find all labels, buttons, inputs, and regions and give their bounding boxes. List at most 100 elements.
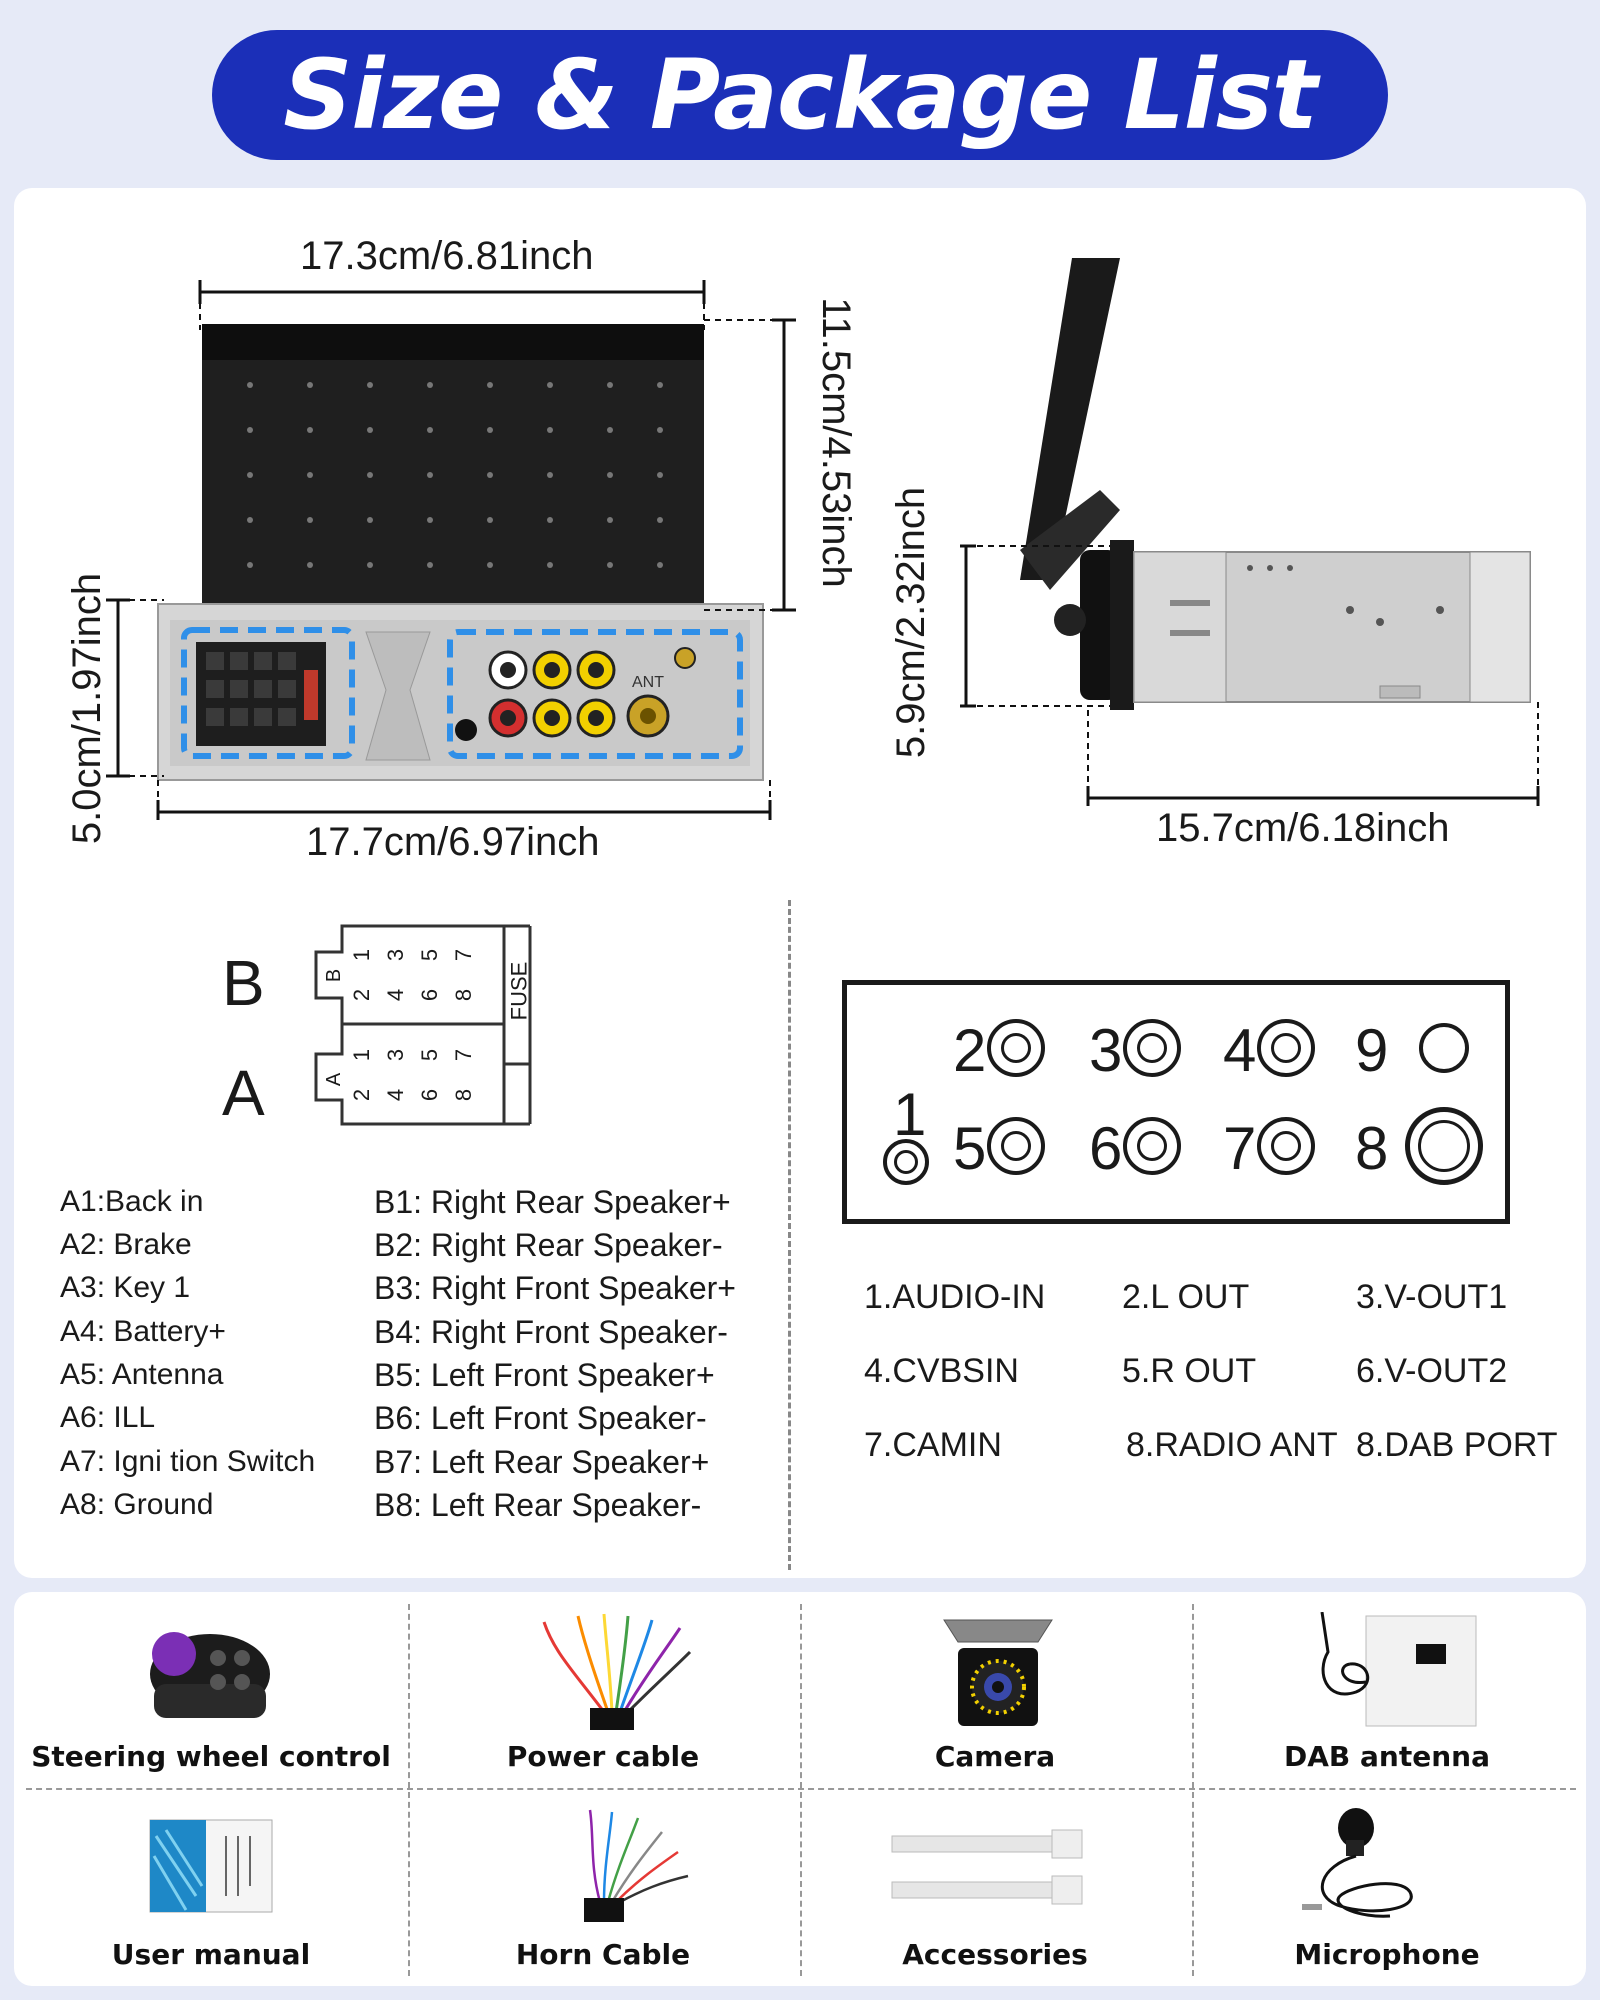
port-ring-2 xyxy=(987,1019,1045,1077)
pin-b2-text: B2: Right Rear Speaker- xyxy=(374,1227,723,1263)
pin-b6: 6 xyxy=(417,988,443,1002)
port-number-7: 7 xyxy=(1223,1115,1257,1182)
pin-b2: 2 xyxy=(349,988,375,1002)
port-legend-6: 6.V-OUT2 xyxy=(1356,1352,1508,1390)
port-ring-3 xyxy=(1123,1019,1181,1077)
fuse-label: FUSE xyxy=(506,961,532,1021)
pin-a6: 6 xyxy=(417,1088,443,1102)
ant-label: ANT xyxy=(632,674,664,691)
pin-a2-text: A2: Brake xyxy=(60,1228,192,1261)
screen-height-dimension xyxy=(704,318,796,612)
port-legend-8-dab: 8.DAB PORT xyxy=(1356,1426,1558,1464)
port-layout-diagram: 1 2 3 4 9 5 6 7 8 xyxy=(842,980,1510,1224)
title-banner: Size & Package List xyxy=(212,30,1388,160)
screen-height-label: 11.5cm/4.53inch xyxy=(813,297,858,588)
package-label-steering-wheel-control: Steering wheel control xyxy=(31,1740,391,1773)
pin-b5-text: B5: Left Front Speaker+ xyxy=(374,1357,715,1393)
package-label-power-cable: Power cable xyxy=(506,1740,700,1773)
pin-b8-text: B8: Left Rear Speaker- xyxy=(374,1487,702,1523)
user-manual-icon xyxy=(149,1819,273,1913)
port-ring-1 xyxy=(883,1139,929,1185)
row-b-letter: B xyxy=(323,968,346,983)
pin-a1: 1 xyxy=(349,1048,375,1062)
connector-a-label: A xyxy=(222,1057,265,1129)
iso-connector-diagram: FUSE B A 1 3 5 7 2 4 6 8 1 3 5 7 2 4 6 8 xyxy=(312,924,534,1126)
pin-b7-text: B7: Left Rear Speaker+ xyxy=(374,1444,710,1480)
pin-b1: 1 xyxy=(349,948,375,962)
top-width-label: 17.3cm/6.81inch xyxy=(300,234,594,278)
port-ring-5 xyxy=(987,1117,1045,1175)
pin-a3-text: A3: Key 1 xyxy=(60,1271,191,1304)
horn-cable-icon xyxy=(584,1809,689,1922)
port-ring-8 xyxy=(1405,1107,1483,1185)
package-label-accessories: Accessories xyxy=(902,1938,1088,1971)
pin-a1-text: A1:Back in xyxy=(60,1185,204,1218)
section-divider xyxy=(788,900,791,1570)
row-a-letter: A xyxy=(323,1072,346,1087)
pin-b4-text: B4: Right Front Speaker- xyxy=(374,1314,728,1350)
dab-antenna-icon xyxy=(1320,1612,1477,1727)
port-number-2: 2 xyxy=(953,1017,987,1084)
pin-b1-text: B1: Right Rear Speaker+ xyxy=(374,1184,731,1220)
port-number-4: 4 xyxy=(1223,1017,1257,1084)
grid-divider-v1 xyxy=(408,1604,410,1976)
port-number-6: 6 xyxy=(1089,1115,1123,1182)
port-ring-7 xyxy=(1257,1117,1315,1175)
pin-b5: 5 xyxy=(417,948,443,962)
microphone-icon xyxy=(1302,1808,1413,1918)
pin-b7: 7 xyxy=(451,948,477,962)
pin-a6-text: A6: ILL xyxy=(60,1401,156,1434)
port-legend-8: 8.RADIO ANT xyxy=(1126,1426,1338,1464)
port-legend-2: 2.L OUT xyxy=(1122,1278,1250,1316)
body-height-dimension xyxy=(106,598,164,778)
port-legend-3: 3.V-OUT1 xyxy=(1356,1278,1508,1316)
pin-a3: 3 xyxy=(383,1048,409,1062)
package-label-dab-antenna: DAB antenna xyxy=(1284,1740,1490,1773)
bottom-width-label: 17.7cm/6.97inch xyxy=(306,820,600,864)
accessories-icon xyxy=(891,1829,1083,1905)
pin-a8: 8 xyxy=(451,1088,477,1102)
pin-a7-text: A7: Igni tion Switch xyxy=(60,1445,316,1478)
port-number-5: 5 xyxy=(953,1115,987,1182)
pin-b6-text: B6: Left Front Speaker- xyxy=(374,1400,707,1436)
front-view-illustration xyxy=(156,280,772,820)
port-number-1: 1 xyxy=(893,1081,927,1148)
page-title: Size & Package List xyxy=(283,39,1317,151)
pin-a4: 4 xyxy=(383,1088,409,1102)
pin-a7: 7 xyxy=(451,1048,477,1062)
pin-b8: 8 xyxy=(451,988,477,1002)
connector-b-label: B xyxy=(222,947,265,1019)
grid-divider-v3 xyxy=(1192,1604,1194,1976)
pin-b3: 3 xyxy=(383,948,409,962)
power-cable-icon xyxy=(542,1613,692,1730)
package-label-camera: Camera xyxy=(934,1740,1056,1773)
grid-divider-v2 xyxy=(800,1604,802,1976)
port-number-3: 3 xyxy=(1089,1017,1123,1084)
port-legend-5: 5.R OUT xyxy=(1122,1352,1257,1390)
pin-a2: 2 xyxy=(349,1088,375,1102)
pin-a5-text: A5: Antenna xyxy=(60,1358,224,1391)
port-number-9: 9 xyxy=(1355,1017,1389,1084)
camera-icon xyxy=(943,1619,1053,1726)
port-legend-1: 1.AUDIO-IN xyxy=(864,1278,1046,1316)
package-label-horn-cable: Horn Cable xyxy=(515,1938,691,1971)
port-number-8: 8 xyxy=(1355,1115,1389,1182)
grid-divider-h xyxy=(26,1788,1576,1790)
port-ring-9 xyxy=(1419,1023,1469,1073)
body-height-label: 5.0cm/1.97inch xyxy=(65,572,110,845)
pin-b3-text: B3: Right Front Speaker+ xyxy=(374,1270,736,1306)
package-label-user-manual: User manual xyxy=(111,1938,311,1971)
port-legend-4: 4.CVBSIN xyxy=(864,1352,1019,1390)
steering-wheel-control-icon xyxy=(150,1632,270,1718)
side-depth-label: 15.7cm/6.18inch xyxy=(1156,806,1450,850)
side-height-label: 5.9cm/2.32inch xyxy=(889,486,934,759)
pin-a4-text: A4: Battery+ xyxy=(60,1315,226,1348)
port-legend-7: 7.CAMIN xyxy=(864,1426,1002,1464)
pin-a8-text: A8: Ground xyxy=(60,1488,214,1521)
pin-a5: 5 xyxy=(417,1048,443,1062)
port-ring-4 xyxy=(1257,1019,1315,1077)
package-label-microphone: Microphone xyxy=(1294,1938,1480,1971)
pin-b4: 4 xyxy=(383,988,409,1002)
side-view-illustration xyxy=(960,258,1540,806)
port-ring-6 xyxy=(1123,1117,1181,1175)
